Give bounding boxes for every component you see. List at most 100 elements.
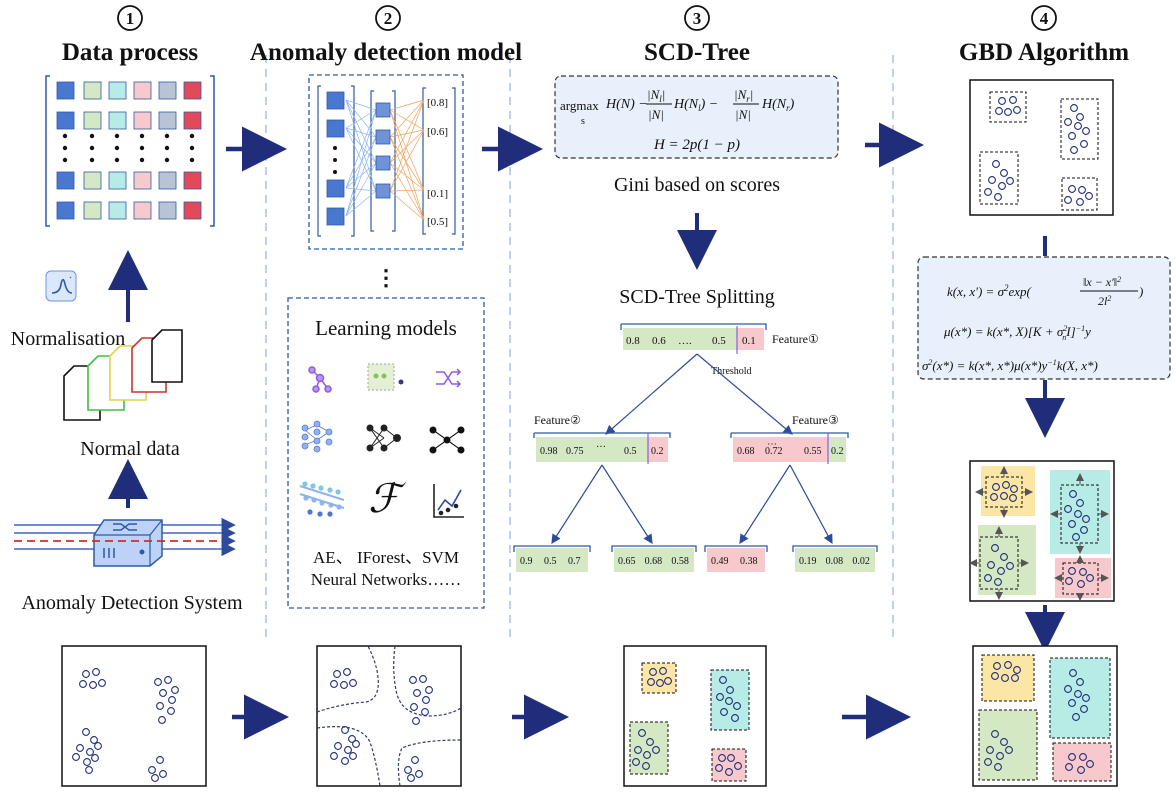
header-title: GBD Algorithm [959, 39, 1129, 66]
normal-data-label: Normal data [80, 438, 180, 460]
cluster-point [410, 703, 418, 711]
matrix-cell [133, 81, 152, 100]
tree-leaf-value: 0.38 [740, 556, 758, 567]
learning-models-title: Learning models [315, 316, 457, 340]
svg-text:0.72: 0.72 [765, 446, 783, 457]
svg-text:⋯: ⋯ [767, 439, 777, 450]
header-number: 1 [126, 9, 135, 28]
cluster-point [409, 676, 417, 684]
formula-line-2: H = 2p(1 − p) [653, 137, 740, 153]
cluster-point [632, 758, 640, 766]
svm-dot [335, 489, 341, 495]
cluster-point [984, 758, 992, 766]
nn-edge [389, 109, 425, 131]
svg-text:|N|: |N| [648, 107, 664, 122]
tree-leaf [516, 548, 588, 572]
matrix-cell [83, 111, 102, 130]
cluster-point [1064, 685, 1072, 693]
cluster-point [720, 708, 728, 716]
cluster-point [341, 726, 349, 734]
nn-edge [389, 99, 425, 164]
svm-dot [302, 481, 308, 487]
svg-text:0.75: 0.75 [566, 446, 584, 457]
header-number: 3 [693, 9, 702, 28]
header-4: 4 GBD Algorithm [959, 5, 1129, 66]
cluster-point [82, 670, 90, 678]
cluster-point [348, 735, 356, 743]
cluster-point [333, 670, 341, 678]
bottom-box-1 [61, 645, 207, 787]
normalisation-label: Normalisation [11, 328, 125, 350]
nn-hidden-node [375, 155, 391, 171]
header-number: 2 [384, 9, 393, 28]
cluster-point [719, 676, 727, 684]
cluster-point [171, 686, 179, 694]
cluster-point [1010, 485, 1018, 493]
bottom-box-3 [623, 645, 767, 787]
svm-dot [327, 487, 333, 493]
cluster-point [1064, 505, 1072, 513]
nn-edge [389, 129, 425, 164]
cluster-point [726, 686, 734, 694]
cluster-point [1070, 104, 1078, 112]
cluster-point [659, 667, 667, 675]
neural-net-blue-icon [301, 420, 333, 453]
svm-dot [327, 511, 333, 517]
data-matrix [45, 75, 215, 227]
matrix-dot [62, 157, 68, 163]
cluster-point [1077, 580, 1085, 588]
header-title: Anomaly detection model [250, 39, 522, 66]
cluster-point [731, 714, 739, 722]
matrix-dot [89, 145, 95, 151]
matrix-dot [139, 145, 145, 151]
nn-edge [345, 99, 377, 138]
cluster-point [1082, 694, 1090, 702]
svg-text:|Nl|: |Nl| [647, 87, 665, 104]
cluster-point [996, 752, 1004, 760]
cluster-point [1064, 196, 1072, 204]
svg-text:0.98: 0.98 [540, 446, 558, 457]
cluster-point [718, 754, 726, 762]
cluster-point [716, 693, 724, 701]
cluster-point [1080, 705, 1088, 713]
cluster-point [1006, 562, 1014, 570]
cluster-point [1085, 192, 1093, 200]
nn-output-2: [0.1] [427, 188, 448, 200]
cluster-point [412, 717, 420, 725]
cluster-point [715, 764, 723, 772]
cluster-point [998, 97, 1006, 105]
nn-input-node [326, 91, 345, 110]
cluster-point [425, 686, 433, 694]
cluster-point [993, 662, 1001, 670]
cluster-point [990, 493, 998, 501]
nn-edge [345, 109, 377, 217]
cluster-point [994, 763, 1002, 771]
cluster-point [995, 107, 1003, 115]
splitting-label: SCD-Tree Splitting [619, 286, 774, 308]
nn-hidden-node [375, 102, 391, 118]
cluster-point [1005, 746, 1013, 754]
cluster-point [1076, 113, 1084, 121]
threshold-label: Threshold [711, 366, 752, 377]
matrix-cell [183, 171, 202, 190]
cluster-point [984, 188, 992, 196]
nn-edge [389, 136, 425, 191]
line-chart-icon [433, 484, 464, 518]
cluster-point [1074, 122, 1082, 130]
bottom-box-4 [972, 645, 1118, 787]
header-title: Data process [62, 39, 199, 66]
cluster-point [334, 742, 342, 750]
cluster-point [91, 754, 99, 762]
cluster-point [1074, 690, 1082, 698]
nn-input-node [326, 207, 345, 226]
cluster-point [1068, 185, 1076, 193]
tree-root-node: 0.8 0.6 …. 0.5 0.1 Feature① Threshold [620, 323, 819, 377]
cluster-point [83, 758, 91, 766]
nn-edge [389, 162, 425, 191]
svm-dot [318, 485, 324, 491]
svm-dot [310, 483, 316, 489]
cluster-point [1068, 699, 1076, 707]
svm-dot [317, 511, 323, 517]
cluster-point [1068, 753, 1076, 761]
cluster-point [1077, 766, 1085, 774]
